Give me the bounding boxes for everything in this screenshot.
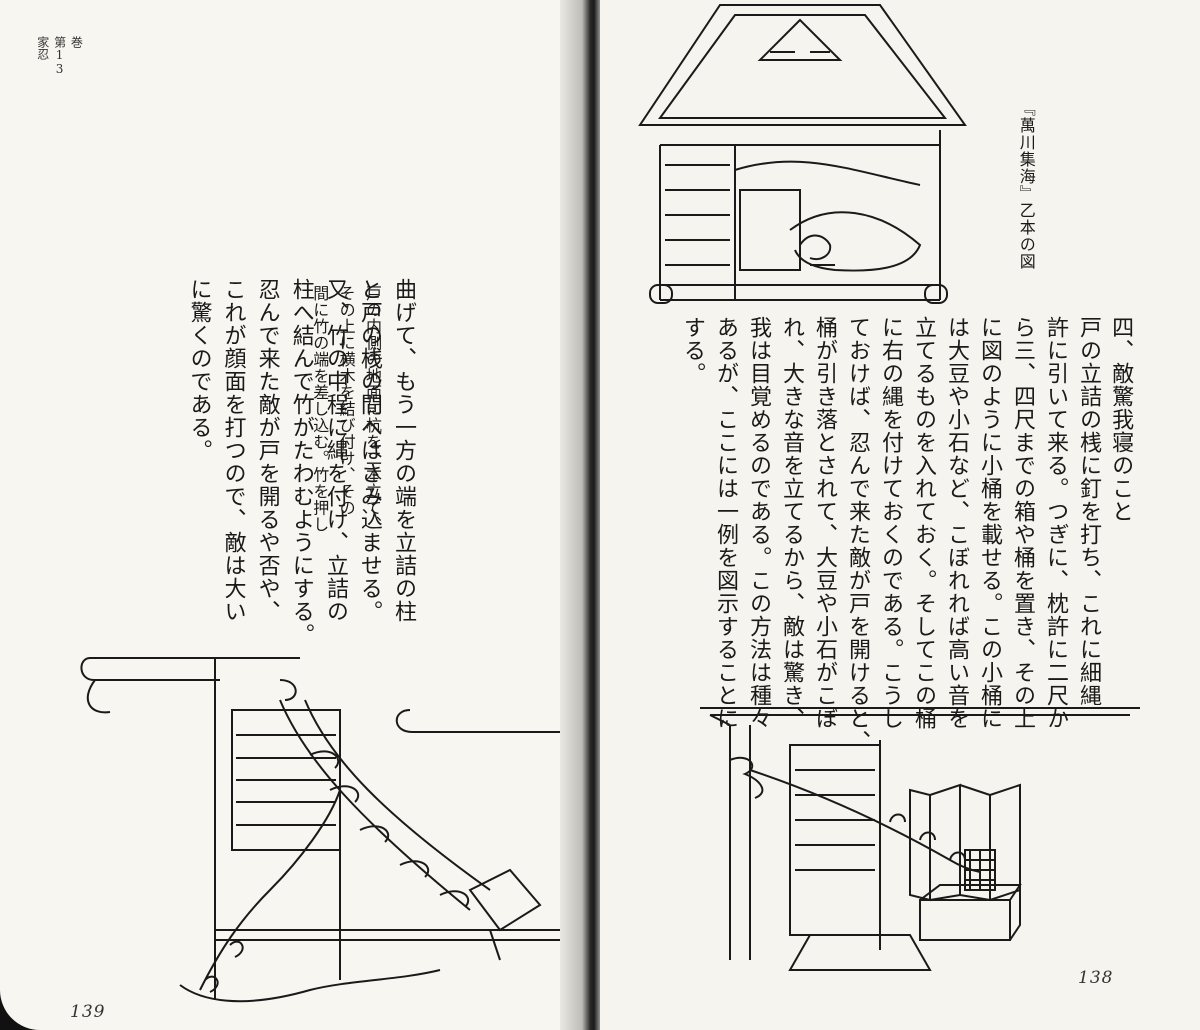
bamboo-trap-illustration bbox=[80, 657, 560, 1003]
hut-illustration bbox=[638, 4, 967, 304]
figure-caption: 『萬川集海』乙本の図 bbox=[1016, 100, 1036, 270]
section-heading: 四、敵驚我寝のこと bbox=[1108, 316, 1134, 523]
left-note-text: 戸の内側の地面に杭を二本立て、 その上に横木を結び付け、その 間に竹の端を差し込… bbox=[310, 285, 382, 533]
left-page-number: 139 bbox=[70, 1002, 106, 1022]
bean-bucket-trap-illustration bbox=[700, 707, 1140, 971]
right-page-number: 138 bbox=[1078, 968, 1114, 988]
right-page: 『萬川集海』乙本の図 四、敵驚我寝のこと 戸の立詰の桟に釘を打ち、これに細縄 許… bbox=[600, 0, 1200, 1030]
right-body-text: 戸の立詰の桟に釘を打ち、これに細縄 許に引いて来る。つぎに、枕許に二尺か ら三、… bbox=[680, 316, 1101, 753]
running-head: 巻 第13 家忍 bbox=[35, 36, 84, 76]
left-body-text: 曲げて、もう一方の端を立詰の柱 と戸の桟の間へはさみ込ませる。 又、竹の中程に縄… bbox=[186, 278, 416, 646]
left-page: 巻 第13 家忍 曲げて、もう一方の端を立詰の柱 と戸の桟の間へはさみ込ませる。… bbox=[0, 0, 585, 1030]
